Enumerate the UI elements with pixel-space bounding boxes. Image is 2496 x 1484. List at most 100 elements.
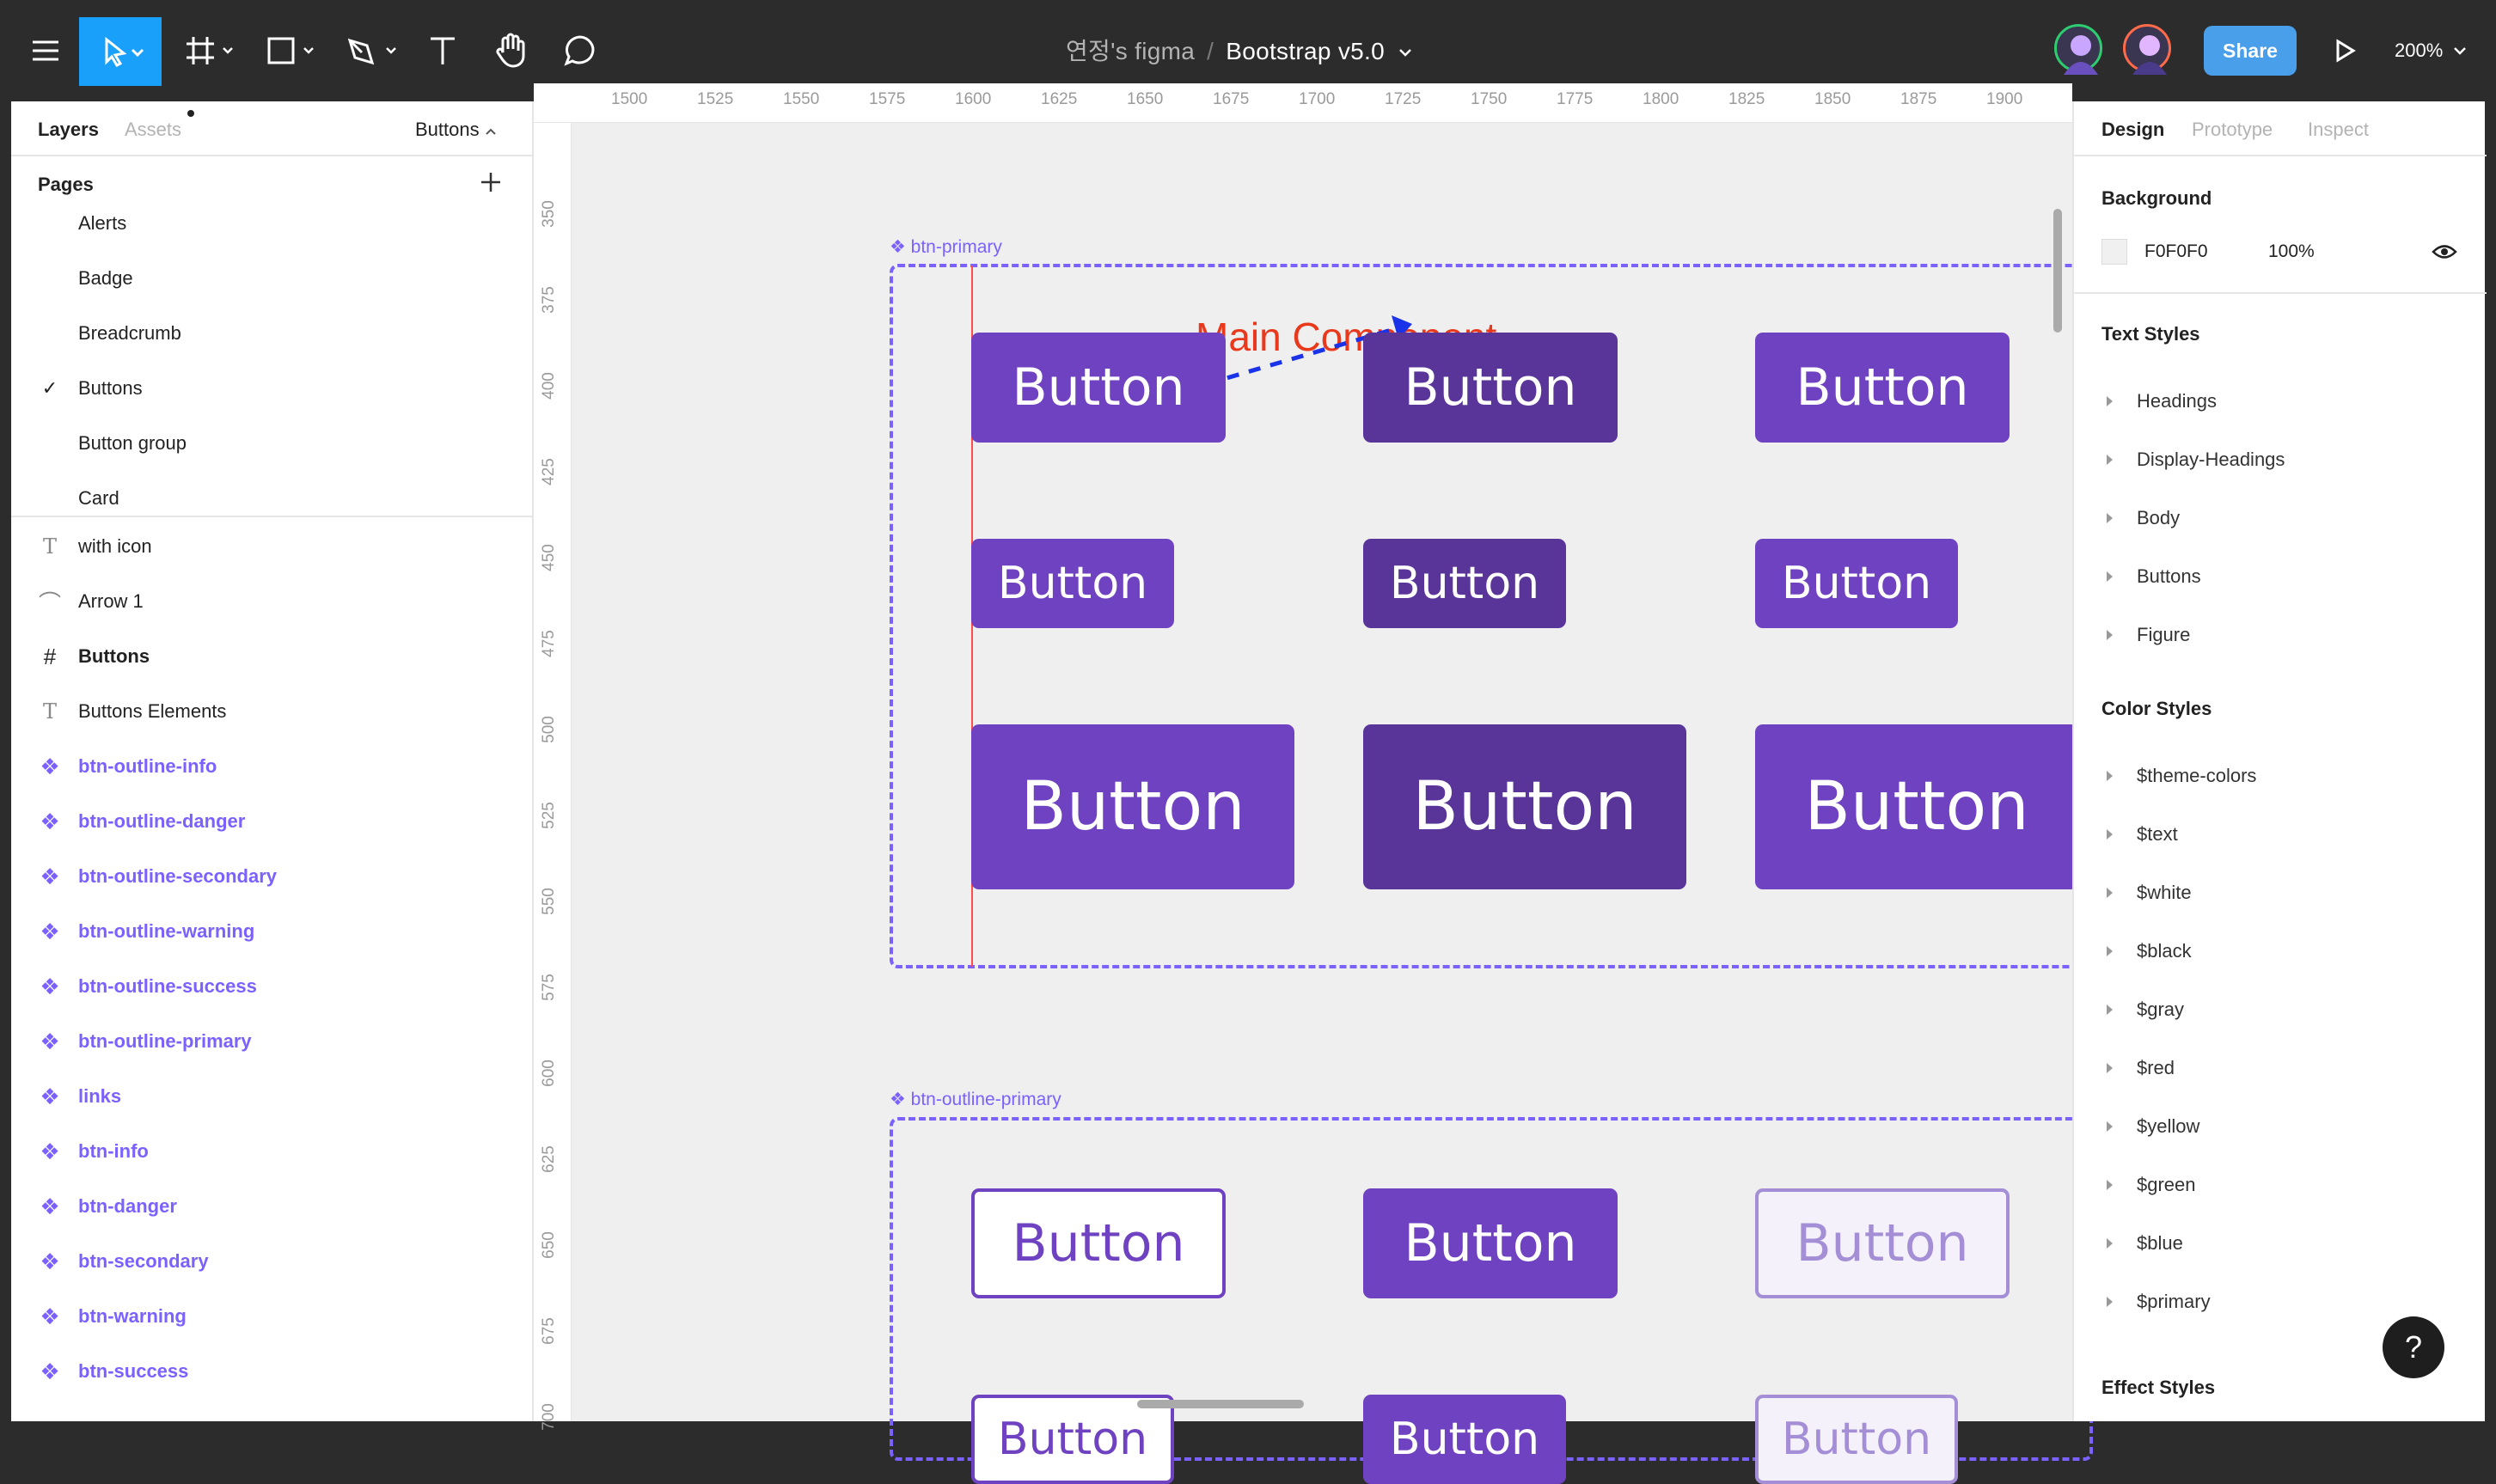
layer-item[interactable]: ❖links (11, 1069, 534, 1124)
button-component[interactable]: Button (1363, 1395, 1566, 1484)
color-style-item[interactable]: $blue (2101, 1232, 2183, 1255)
chevron-down-icon[interactable] (222, 45, 234, 57)
button-component[interactable]: Button (1363, 539, 1566, 628)
text-style-item[interactable]: Display-Headings (2101, 449, 2285, 471)
button-component[interactable]: Button (971, 724, 1294, 889)
color-style-label: $yellow (2137, 1115, 2200, 1137)
button-component[interactable]: Button (1363, 1188, 1618, 1298)
comment-icon[interactable] (554, 24, 607, 77)
frame-icon[interactable] (174, 24, 227, 77)
button-component[interactable]: Button (971, 539, 1174, 628)
add-page-icon[interactable] (479, 170, 503, 194)
page-item-label: Card (78, 487, 119, 509)
background-swatch[interactable] (2101, 239, 2127, 265)
layer-item[interactable]: ❖btn-outline-success (11, 959, 534, 1014)
button-component[interactable]: Button (1363, 724, 1686, 889)
button-component[interactable]: Button (1755, 1395, 1958, 1484)
text-icon[interactable] (416, 24, 469, 77)
color-style-label: $gray (2137, 998, 2185, 1020)
page-item[interactable]: ✓Buttons (11, 361, 534, 416)
color-styles-heading: Color Styles (2101, 698, 2212, 719)
frame-label-btn-outline-primary[interactable]: ❖ btn-outline-primary (890, 1089, 1061, 1110)
play-icon[interactable] (2317, 24, 2371, 77)
layer-item[interactable]: ❖btn-success (11, 1344, 534, 1399)
rectangle-icon[interactable] (254, 24, 308, 77)
ruler-tick-label: 1850 (1814, 90, 1851, 108)
background-opacity[interactable]: 100% (2268, 241, 2315, 261)
page-item-label: Breadcrumb (78, 322, 181, 344)
color-style-item[interactable]: $white (2101, 882, 2192, 904)
file-title[interactable]: 연정's figma/Bootstrap v5.0 (1066, 33, 1412, 67)
layer-item[interactable]: ❖btn-outline-warning (11, 904, 534, 959)
button-component[interactable]: Button (971, 333, 1226, 443)
tab-inspect[interactable]: Inspect (2308, 119, 2369, 140)
tab-prototype[interactable]: Prototype (2192, 119, 2273, 140)
button-component[interactable]: Button (971, 1188, 1226, 1298)
page-selector[interactable]: Buttons (415, 119, 497, 141)
button-component[interactable]: Button (1755, 539, 1958, 628)
main-menu-icon[interactable] (19, 24, 72, 77)
button-component[interactable]: Button (1363, 333, 1618, 443)
button-component[interactable]: Button (971, 1395, 1174, 1484)
color-style-item[interactable]: $primary (2101, 1291, 2211, 1313)
layer-item[interactable]: ❖btn-danger (11, 1179, 534, 1234)
page-item[interactable]: Card (11, 471, 534, 526)
button-component[interactable]: Button (1755, 724, 2078, 889)
component-icon: ❖ (890, 237, 906, 257)
layer-item[interactable]: #Buttons (11, 629, 534, 684)
tab-design[interactable]: Design (2101, 119, 2165, 140)
text-style-item[interactable]: Headings (2101, 390, 2217, 412)
text-style-item[interactable]: Body (2101, 507, 2180, 529)
page-item-label: Button group (78, 432, 187, 454)
vertical-scrollbar[interactable] (2053, 209, 2062, 333)
button-component[interactable]: Button (1755, 1188, 2010, 1298)
layer-item[interactable]: ❖btn-outline-info (11, 739, 534, 794)
ruler-tick-label: 625 (539, 1145, 558, 1173)
hand-icon[interactable] (485, 24, 538, 77)
pen-icon[interactable] (335, 24, 388, 77)
color-style-item[interactable]: $text (2101, 823, 2178, 846)
color-style-item[interactable]: $theme-colors (2101, 765, 2256, 787)
avatar[interactable] (2123, 24, 2171, 75)
layer-item[interactable]: ❖btn-outline-secondary (11, 849, 534, 904)
avatar[interactable] (2054, 24, 2102, 75)
layer-item[interactable]: ❖btn-outline-danger (11, 794, 534, 849)
expand-caret-icon (2107, 829, 2113, 840)
layer-item[interactable]: ❖btn-secondary (11, 1234, 534, 1289)
page-item[interactable]: Button group (11, 416, 534, 471)
layer-item[interactable]: ❖btn-info (11, 1124, 534, 1179)
zoom-dropdown[interactable]: 200% (2395, 40, 2467, 62)
text-style-item[interactable]: Buttons (2101, 565, 2201, 588)
color-style-item[interactable]: $gray (2101, 998, 2184, 1021)
horizontal-scrollbar[interactable] (1137, 1400, 1304, 1408)
component-icon: ❖ (40, 753, 60, 779)
layer-item-label: btn-success (78, 1360, 189, 1382)
chevron-down-icon[interactable] (385, 45, 397, 57)
color-style-item[interactable]: $black (2101, 940, 2192, 962)
layer-item[interactable]: ❖btn-warning (11, 1289, 534, 1344)
page-item[interactable]: Badge (11, 251, 534, 306)
chevron-down-icon[interactable] (303, 45, 315, 57)
text-style-item[interactable]: Figure (2101, 624, 2190, 646)
frame-label-btn-primary[interactable]: ❖ btn-primary (890, 236, 1002, 258)
page-item[interactable]: Breadcrumb (11, 306, 534, 361)
color-style-item[interactable]: $yellow (2101, 1115, 2199, 1138)
layer-item-label: btn-outline-secondary (78, 865, 278, 887)
page-item[interactable]: Alerts (11, 196, 534, 251)
move-tool-button[interactable] (79, 17, 162, 86)
tab-layers[interactable]: Layers (38, 119, 99, 140)
layer-item[interactable]: ❖btn-outline-primary (11, 1014, 534, 1069)
visibility-eye-icon[interactable] (2432, 242, 2457, 261)
ruler-tick-label: 1650 (1127, 90, 1164, 108)
button-component[interactable]: Button (1755, 333, 2010, 443)
share-button[interactable]: Share (2204, 26, 2297, 76)
tab-assets[interactable]: Assets (125, 119, 182, 140)
help-button[interactable]: ? (2383, 1316, 2444, 1378)
color-style-item[interactable]: $green (2101, 1174, 2196, 1196)
layer-item[interactable]: ⌒Arrow 1 (11, 574, 534, 629)
background-hex[interactable]: F0F0F0 (2144, 241, 2208, 261)
color-style-item[interactable]: $red (2101, 1057, 2175, 1079)
